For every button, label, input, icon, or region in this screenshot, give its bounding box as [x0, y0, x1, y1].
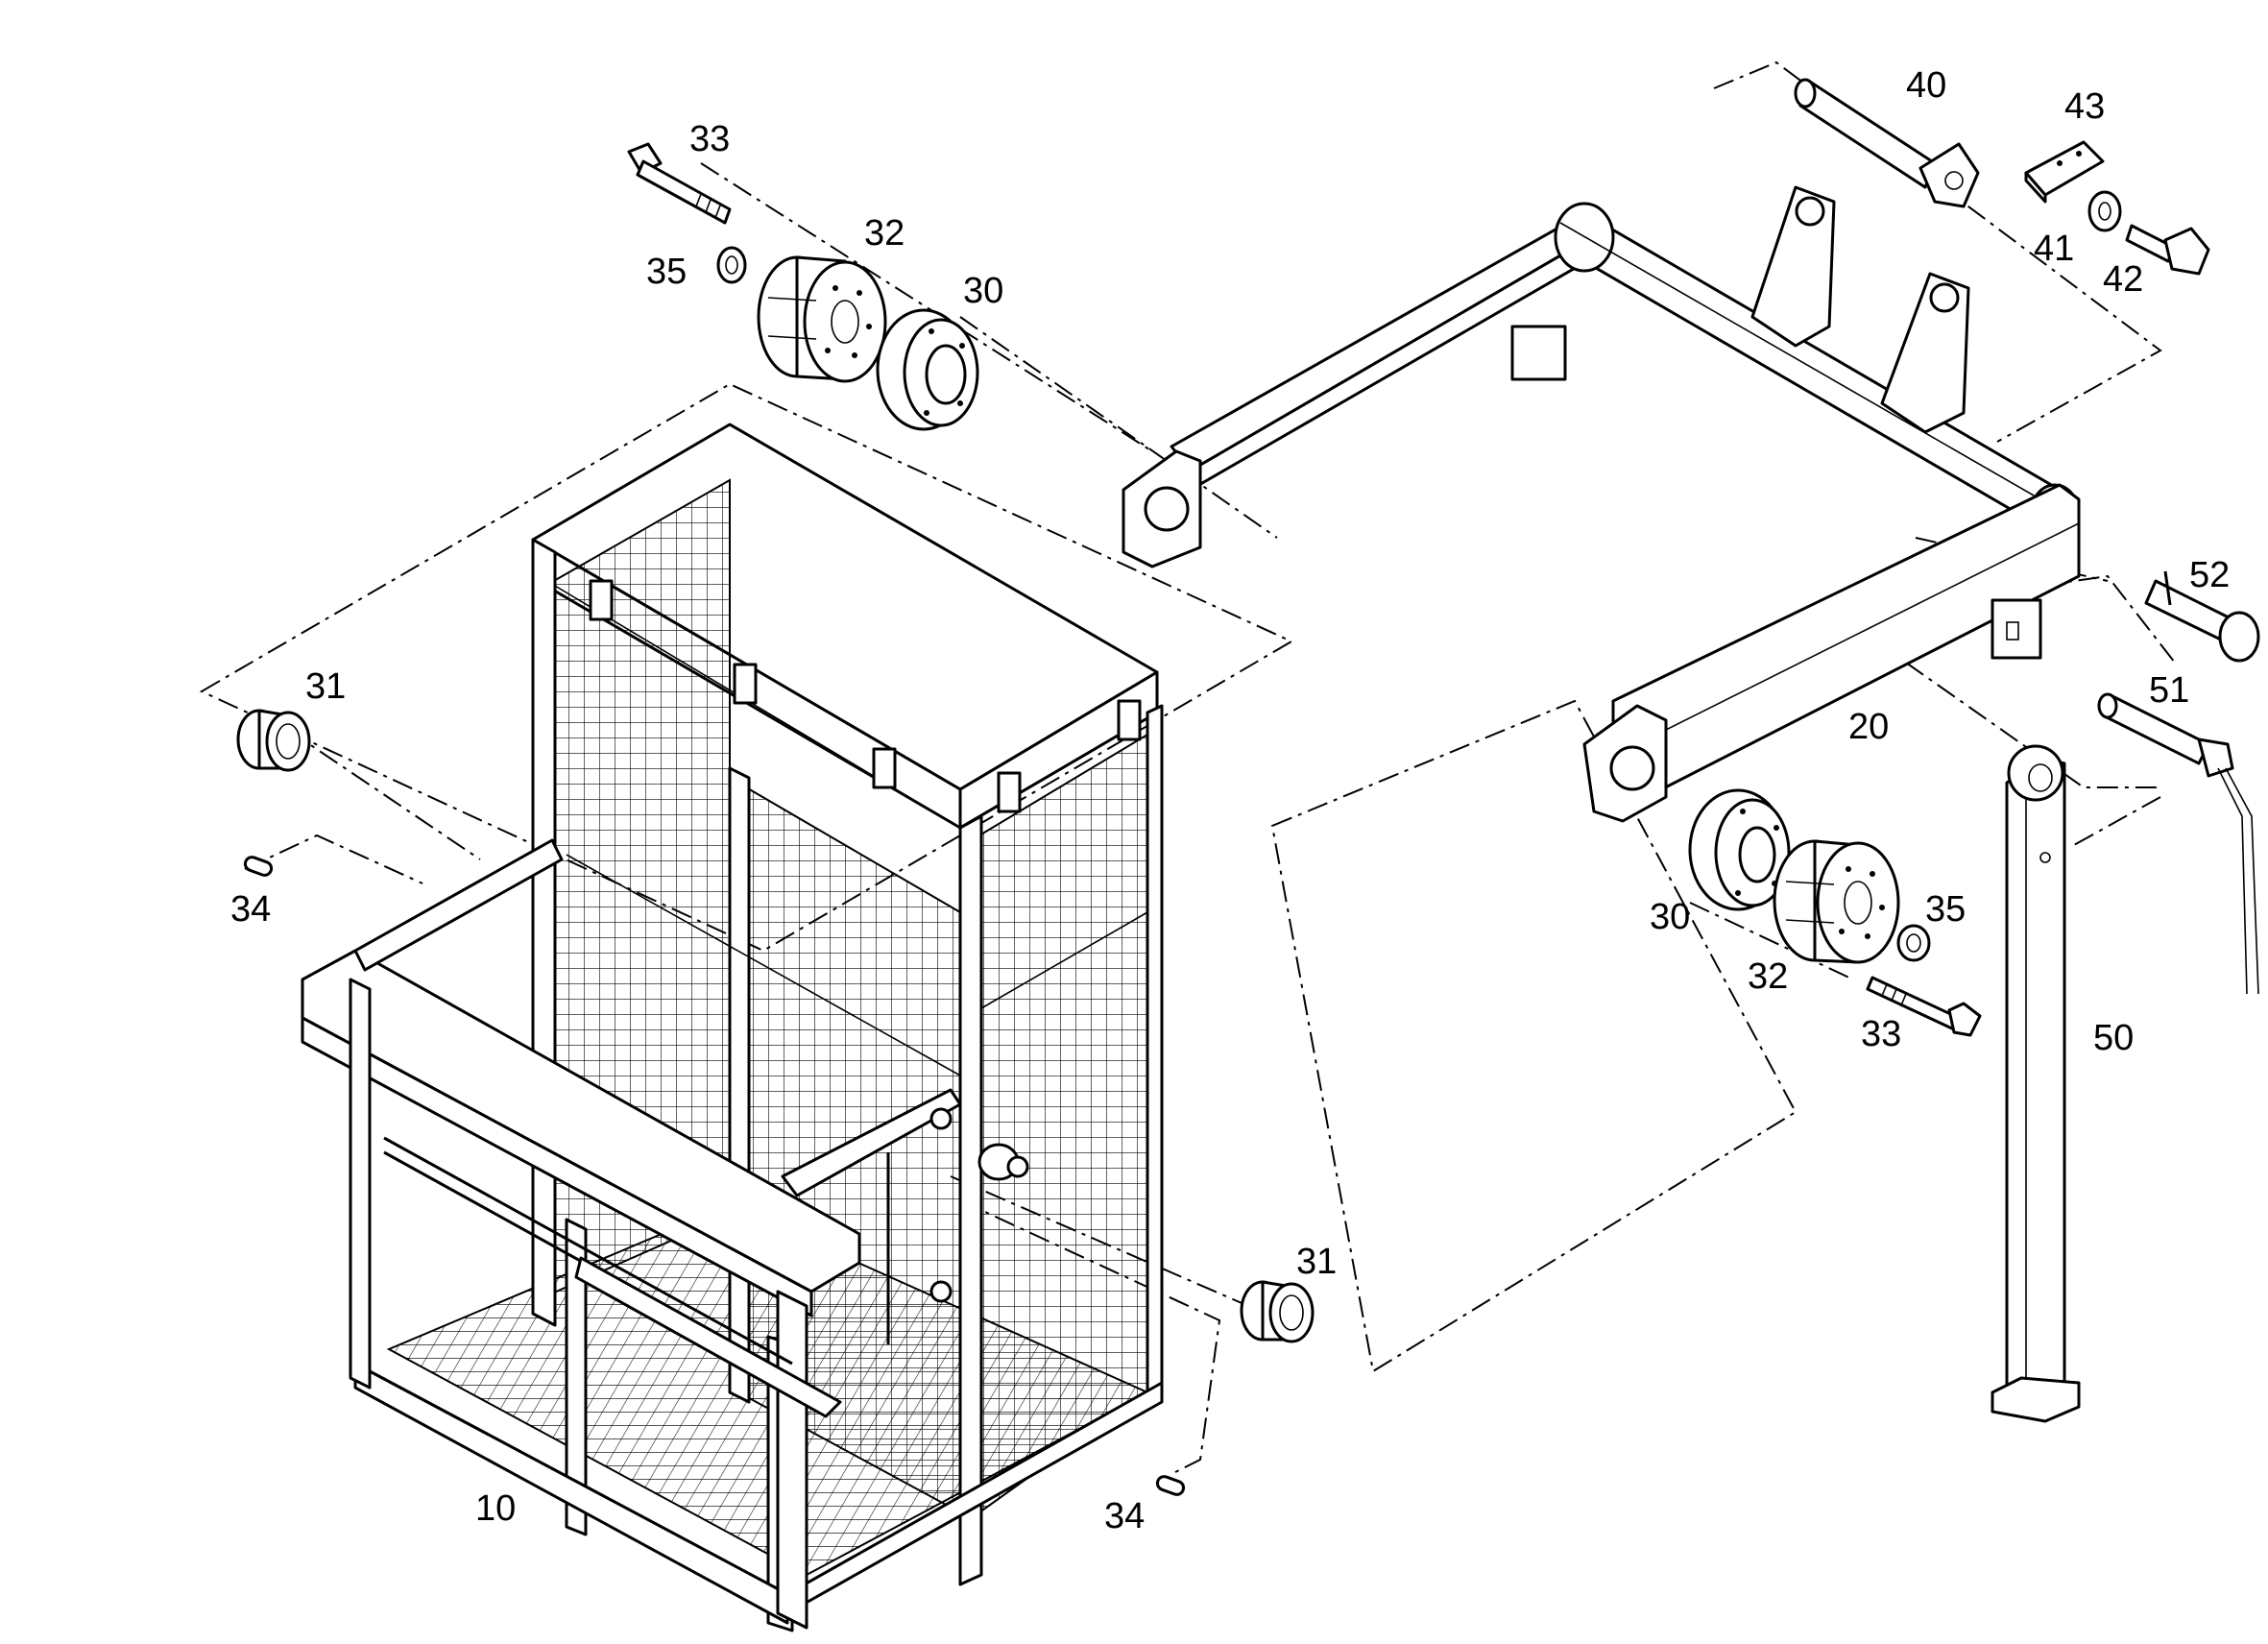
- callout-35-lower: 35: [1925, 889, 1966, 930]
- hub-assembly-lower: [1688, 788, 1982, 1037]
- flange-part-30-lower: [1688, 788, 1791, 911]
- pin-part-40: [1794, 78, 1980, 208]
- pin-part-51: [2097, 692, 2259, 995]
- callout-32-upper: 32: [864, 213, 905, 254]
- callout-33-lower: 33: [1861, 1014, 1902, 1054]
- hub-part-32-lower: [1773, 839, 1900, 964]
- frame-part-20: [1122, 185, 2081, 823]
- callout-40: 40: [1906, 65, 1947, 106]
- callout-32-lower: 32: [1748, 956, 1789, 997]
- plate-part-43: [2024, 140, 2105, 204]
- key-part-34-right: [1155, 1475, 1186, 1496]
- callout-34-right: 34: [1104, 1496, 1146, 1536]
- callout-43: 43: [2064, 86, 2106, 127]
- key-part-34-left: [243, 856, 274, 877]
- callout-50: 50: [2093, 1018, 2135, 1058]
- callout-10: 10: [475, 1488, 517, 1529]
- callout-30-upper: 30: [963, 271, 1004, 311]
- bolt-part-33-upper: [627, 142, 732, 225]
- callout-42: 42: [2103, 259, 2144, 300]
- callout-20: 20: [1848, 707, 1890, 747]
- hub-part-32-upper: [757, 255, 887, 383]
- callout-52: 52: [2189, 555, 2231, 595]
- bushing-part-31-right: [1240, 1280, 1315, 1343]
- bushing-part-31-left: [236, 709, 311, 772]
- callout-31-left: 31: [305, 666, 347, 707]
- callout-51: 51: [2149, 670, 2190, 711]
- pin-part-52: [2144, 570, 2260, 663]
- bolt-part-42: [2125, 224, 2210, 276]
- hub-assembly-upper: [627, 142, 979, 431]
- stand-part-50: [1991, 744, 2081, 1423]
- callout-31-right: 31: [1296, 1242, 1338, 1282]
- flange-part-30-upper: [876, 308, 979, 431]
- bolt-part-33-lower: [1866, 976, 1982, 1037]
- callout-30-lower: 30: [1650, 897, 1691, 937]
- callout-41: 41: [2034, 229, 2075, 269]
- washer-part-41: [2087, 190, 2122, 232]
- callout-34-left: 34: [230, 889, 272, 930]
- callout-33-upper: 33: [689, 119, 731, 159]
- callout-35-upper: 35: [646, 252, 688, 292]
- washer-part-35-lower: [1896, 924, 1931, 962]
- cage-part-10: [301, 423, 1164, 1632]
- assembly-lines: [199, 60, 2176, 1475]
- washer-part-35-upper: [716, 246, 747, 284]
